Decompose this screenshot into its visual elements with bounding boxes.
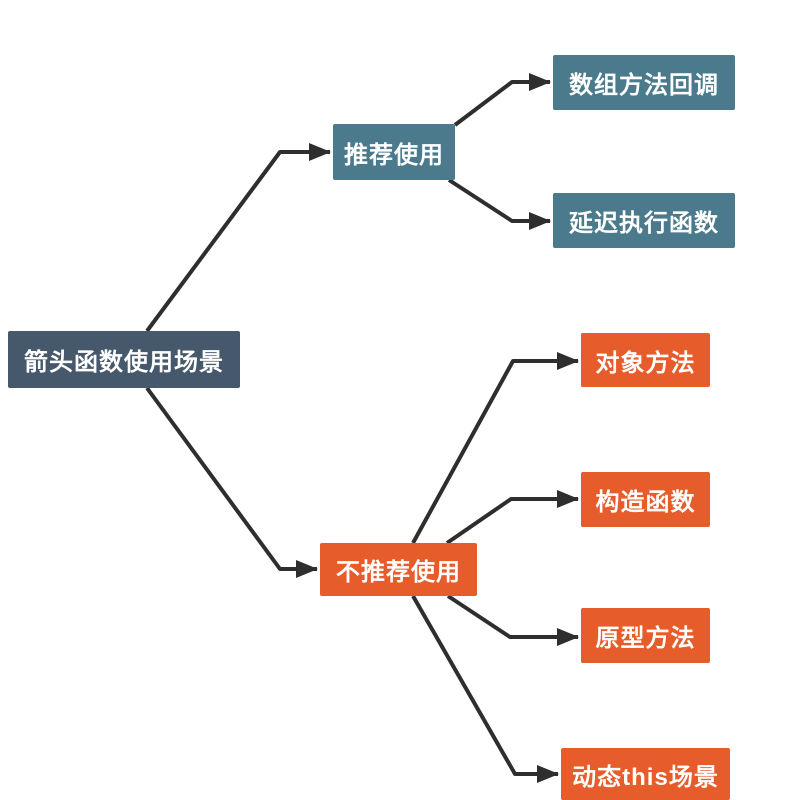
node-root[interactable]: 箭头函数使用场景 [8, 331, 240, 388]
edge-not-recommended-to-prototype-method [446, 594, 579, 646]
edge-not-recommended-to-dynamic-this [411, 595, 559, 783]
node-constructor[interactable]: 构造函数 [581, 472, 710, 527]
edge-not-recommended-to-constructor [445, 490, 579, 545]
node-prototype-method[interactable]: 原型方法 [581, 608, 710, 663]
node-object-method[interactable]: 对象方法 [581, 333, 710, 387]
node-not-recommended[interactable]: 不推荐使用 [320, 543, 477, 596]
edge-recommended-to-delayed-exec [447, 178, 551, 230]
node-recommended[interactable]: 推荐使用 [333, 124, 455, 180]
node-dynamic-this[interactable]: 动态this场景 [561, 748, 730, 800]
edge-not-recommended-to-object-method [411, 352, 579, 544]
edge-root-to-not-recommended [145, 386, 318, 578]
node-delayed-exec[interactable]: 延迟执行函数 [553, 193, 735, 248]
edge-root-to-recommended [145, 143, 331, 333]
edge-recommended-to-array-callback [453, 73, 551, 127]
node-array-callback[interactable]: 数组方法回调 [553, 55, 735, 110]
